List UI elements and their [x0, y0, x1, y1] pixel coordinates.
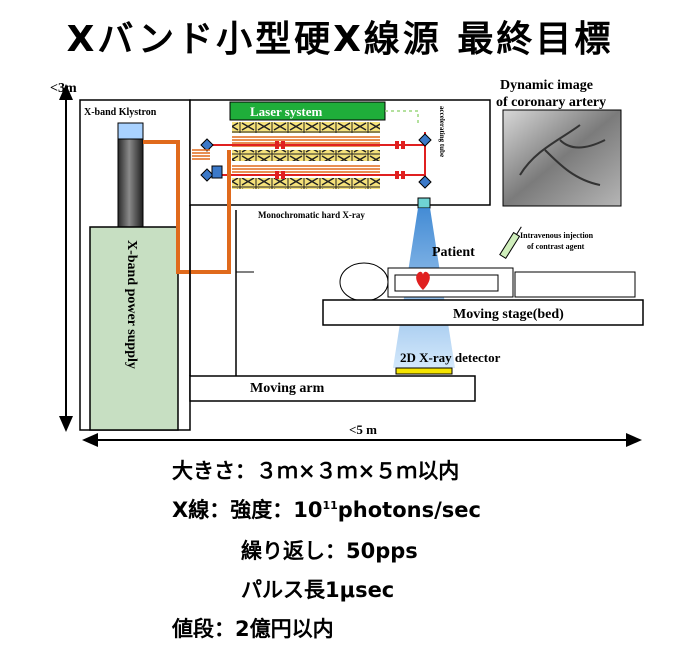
spec-intensity-prefix: 強度：10 — [230, 498, 323, 522]
spec-size: 大きさ：３ｍ×３ｍ×５ｍ以内 — [172, 459, 460, 483]
patient-head — [339, 262, 389, 302]
klystron-window — [117, 122, 144, 140]
klystron-label: X-band Klystron — [84, 107, 157, 118]
coronary-image — [502, 109, 622, 207]
height-dimension-arrow — [59, 84, 73, 432]
power-supply-label: X-band power supply — [124, 240, 139, 369]
height-label: <3m — [50, 81, 77, 96]
laser-system-label: Laser system — [250, 104, 323, 119]
injection-label-2: of contrast agent — [527, 242, 585, 251]
dynamic-image-label-2: of coronary artery — [496, 95, 606, 110]
moving-arm-label: Moving arm — [250, 381, 325, 396]
acc-tube-label: accelerating tube — [438, 106, 446, 157]
spec-price: 値段：2億円以内 — [172, 617, 334, 641]
klystron-tube — [117, 138, 144, 228]
detector-label: 2D X-ray detector — [400, 350, 501, 365]
laser-path — [385, 110, 419, 126]
patient-legs — [514, 271, 636, 298]
patient-arm — [394, 274, 499, 292]
injection-label-1: Intravenous injection — [520, 231, 594, 240]
spec-intensity-exp: 11 — [322, 499, 338, 512]
coil-bank-3 — [232, 178, 380, 189]
patient-label: Patient — [432, 245, 475, 260]
width-dimension-arrow — [82, 433, 642, 447]
spec-repetition: 繰り返し：50pps — [241, 539, 418, 563]
slide-title: Xバンド小型硬X線源 最終目標 — [66, 19, 614, 60]
spec-pulse: パルス長1μsec — [241, 578, 395, 602]
moving-arm — [189, 375, 476, 402]
coil-bank-2 — [232, 150, 380, 161]
moving-stage — [322, 299, 644, 326]
xray-source-diagram: <3m X-band Klystron X-band power supply … — [50, 78, 644, 447]
heart-icon — [416, 271, 430, 290]
rf-waveguide — [143, 140, 231, 274]
syringe-icon — [499, 226, 522, 260]
artery-lines — [519, 124, 606, 186]
coil-bank-1 — [232, 122, 380, 133]
moving-stage-label: Moving stage(bed) — [453, 307, 564, 322]
dynamic-image-label-1: Dynamic image — [500, 78, 593, 93]
monochromatic-xray-label: Monochromatic hard X-ray — [258, 210, 365, 220]
width-label: <5 m — [349, 422, 377, 437]
xray-target — [417, 197, 431, 209]
spec-intensity: X線：強度：1011photons/sec — [172, 494, 481, 524]
xray-detector — [395, 367, 453, 375]
spec-intensity-suffix: photons/sec — [337, 498, 481, 522]
waveguide-stubs — [192, 149, 210, 160]
spec-xray-label: X線： — [172, 498, 231, 522]
power-supply-box — [89, 226, 179, 431]
laser-mirrors — [200, 133, 432, 189]
